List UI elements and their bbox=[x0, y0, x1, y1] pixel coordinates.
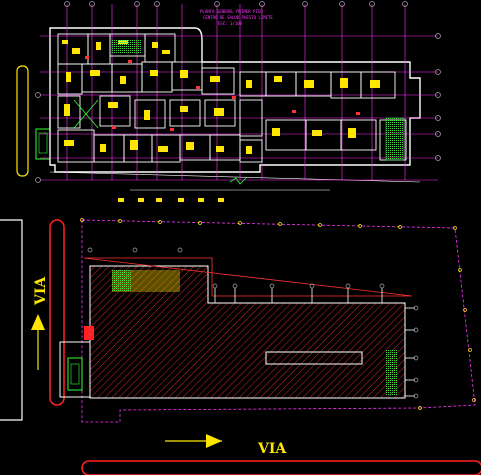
inner-rect bbox=[265, 351, 363, 365]
interior-walls bbox=[57, 33, 407, 163]
floor-plan: PLANTA GENERAL PRIMER PISO CENTRO DE SAL… bbox=[16, 1, 441, 202]
car-icon bbox=[67, 357, 83, 391]
car-space bbox=[59, 341, 91, 398]
parking-island-outline bbox=[16, 65, 29, 177]
title-line-2: CENTRO DE SALUD PUESTO LIMITE bbox=[203, 15, 273, 20]
arrow-left bbox=[31, 314, 45, 370]
building-footprint bbox=[89, 265, 406, 399]
dimension-marks bbox=[118, 198, 224, 202]
road-bottom bbox=[81, 460, 481, 475]
furniture-fixtures bbox=[62, 40, 380, 154]
grid-axes-horizontal bbox=[40, 35, 438, 181]
plan-title: PLANTA GENERAL PRIMER PISO CENTRO DE SAL… bbox=[200, 9, 273, 26]
road-left bbox=[49, 219, 65, 406]
stair-hatch bbox=[112, 40, 142, 54]
parking-car bbox=[35, 128, 51, 160]
title-line-1: PLANTA GENERAL PRIMER PISO bbox=[200, 9, 263, 14]
street-label-left: VIA bbox=[33, 276, 49, 306]
title-line-3: ESC: 1/100 bbox=[218, 21, 243, 26]
green-strip bbox=[386, 350, 398, 395]
entrance-red bbox=[84, 326, 94, 340]
site-plan: VIA VIA bbox=[0, 218, 481, 475]
lot-boundary bbox=[81, 219, 476, 423]
street-label-bottom: VIA bbox=[257, 441, 287, 457]
site-posts bbox=[214, 288, 415, 397]
arrow-bottom bbox=[165, 434, 222, 448]
adjacent-building-edge bbox=[0, 219, 23, 421]
planter-hatch bbox=[385, 117, 405, 161]
